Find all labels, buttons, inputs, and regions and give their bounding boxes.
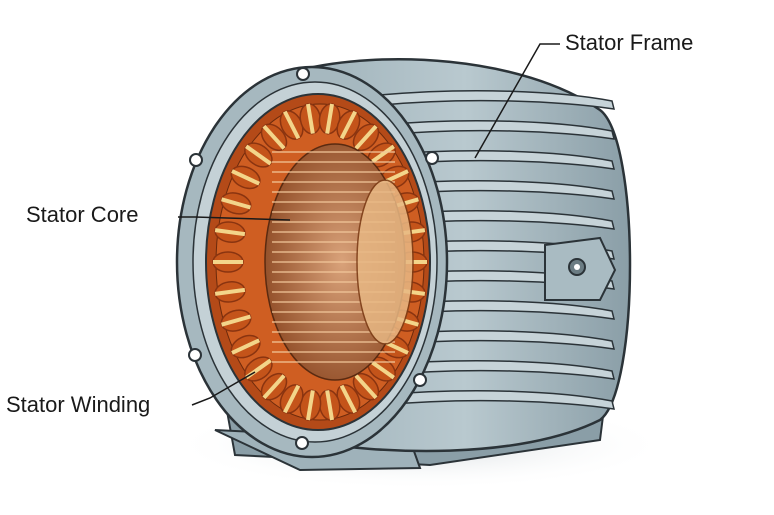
cooling-fin: [379, 359, 615, 380]
winding-coil: [230, 165, 261, 190]
terminal-boss: [544, 236, 617, 301]
winding-coil: [318, 389, 341, 421]
cooling-fin: [379, 119, 615, 140]
winding-coil: [244, 142, 273, 168]
label-stator-core: Stator Core: [26, 202, 139, 227]
winding-coil: [352, 123, 380, 152]
leader-stator-core: [178, 216, 291, 221]
cooling-fin: [379, 329, 615, 350]
cooling-fin: [379, 89, 615, 110]
leader-lines: [178, 43, 560, 406]
winding-coil: [260, 123, 288, 152]
leader-stator-frame: [474, 43, 560, 159]
winding-coil: [352, 372, 380, 401]
core-bore-far-end: [356, 179, 414, 345]
label-stator-winding: Stator Winding: [6, 392, 151, 417]
winding-coil: [279, 384, 304, 414]
winding-coil: [212, 251, 244, 273]
cooling-fin: [379, 179, 615, 200]
winding-coil: [230, 334, 261, 359]
winding-coil: [279, 110, 304, 140]
cooling-fin: [379, 389, 615, 410]
winding-coil: [336, 384, 361, 414]
winding-coil: [214, 281, 246, 303]
winding-coil: [367, 142, 396, 168]
leader-stator-winding: [191, 371, 256, 406]
label-stator-frame: Stator Frame: [565, 30, 694, 55]
cooling-fin: [379, 149, 615, 170]
winding-coil: [220, 309, 252, 332]
winding-coil: [336, 110, 361, 140]
winding-coil: [260, 372, 288, 401]
winding-coil: [220, 192, 252, 215]
winding-coil: [367, 356, 396, 382]
winding-coil: [214, 221, 246, 243]
bolt-holes: [188, 67, 439, 450]
